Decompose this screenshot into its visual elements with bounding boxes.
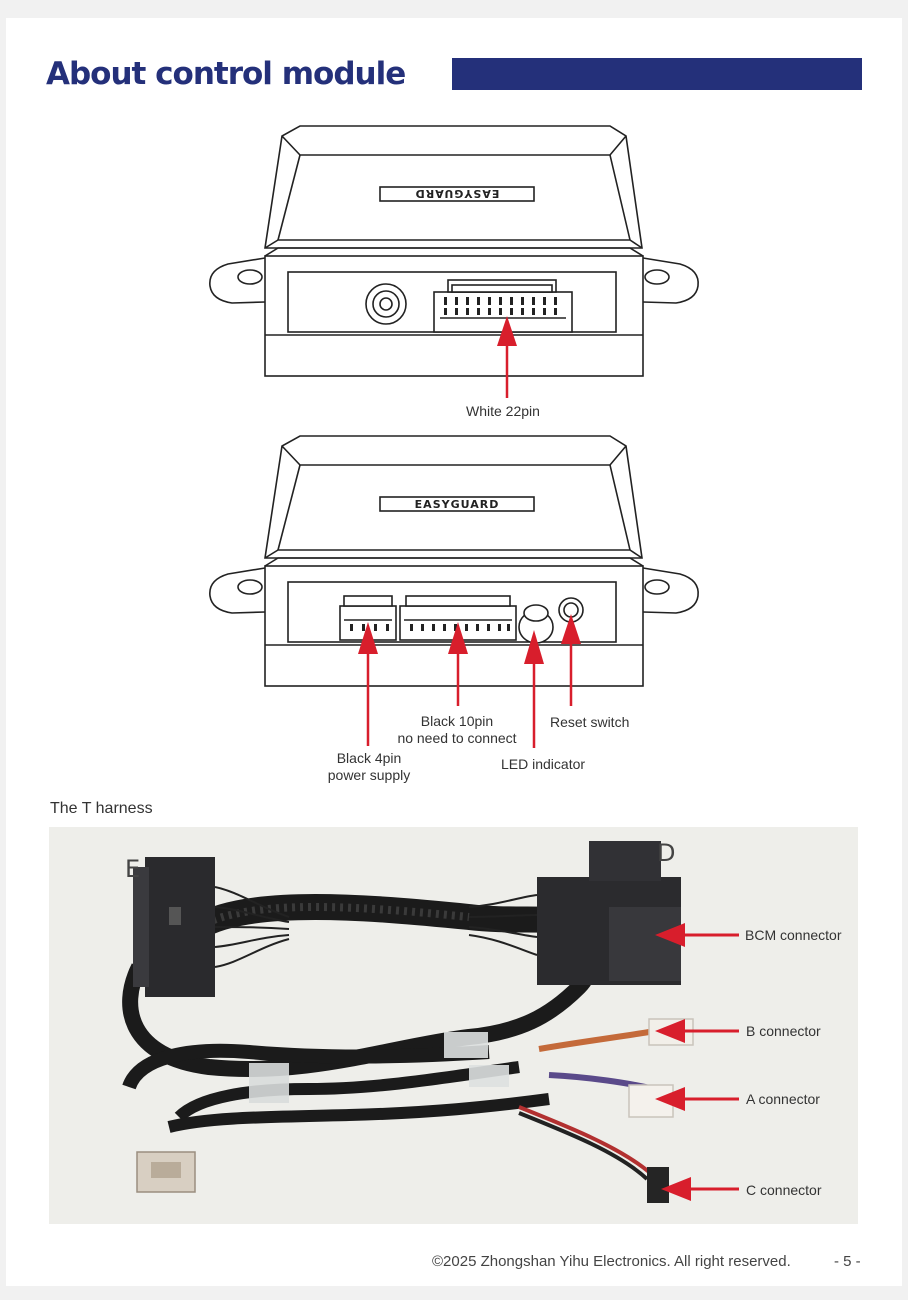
arrow-led-indicator [524,630,544,748]
harness-arrows [655,923,739,1201]
pin-row-4 [350,624,389,631]
page-number: - 5 - [834,1253,861,1270]
brand-label-front: EASYGUARD [415,187,500,200]
brand-plate-front [379,186,535,202]
footer-copyright: ©2025 Zhongshan Yihu Electronics. All ri… [432,1253,791,1270]
arrow-white-22pin [497,316,517,398]
brand-label-rear: EASYGUARD [415,498,500,511]
callout-black-10pin-line1: Black 10pin [420,713,494,729]
callout-led-indicator: LED indicator [501,756,586,772]
harness-illustration [49,827,858,1224]
pin-row-22 [444,297,557,315]
callout-reset-switch: Reset switch [550,714,630,730]
callout-white-22pin: White 22pin [466,403,540,419]
callout-black-10pin-line2: no need to connect [397,730,517,746]
label-bcm-connector: BCM connector [745,927,842,943]
page-title: About control module [46,56,406,92]
harness-section-title: The T harness [50,800,153,817]
callout-black-4pin-line1: Black 4pin [336,750,402,766]
callout-black-10pin: Black 10pin no need to connect [390,713,524,747]
pin-row-10 [410,624,510,631]
label-a-connector: A connector [746,1091,820,1107]
harness-letter-d: D [657,839,676,867]
callout-black-4pin: Black 4pin power supply [322,750,416,784]
arrow-reset-switch [561,614,581,706]
title-accent-bar [452,58,862,90]
label-c-connector: C connector [746,1182,822,1198]
module-front-drawing [209,125,699,377]
harness-letter-e: E [125,855,141,883]
harness-photo: E D BCM connector B connector A connecto… [49,827,858,1224]
label-b-connector: B connector [746,1023,821,1039]
brand-plate-rear [379,496,535,512]
arrow-black-4pin [358,622,378,746]
callout-black-4pin-line2: power supply [327,767,411,783]
arrow-black-10pin [448,622,468,706]
control-module-diagrams: EASYGUARD [209,125,699,748]
